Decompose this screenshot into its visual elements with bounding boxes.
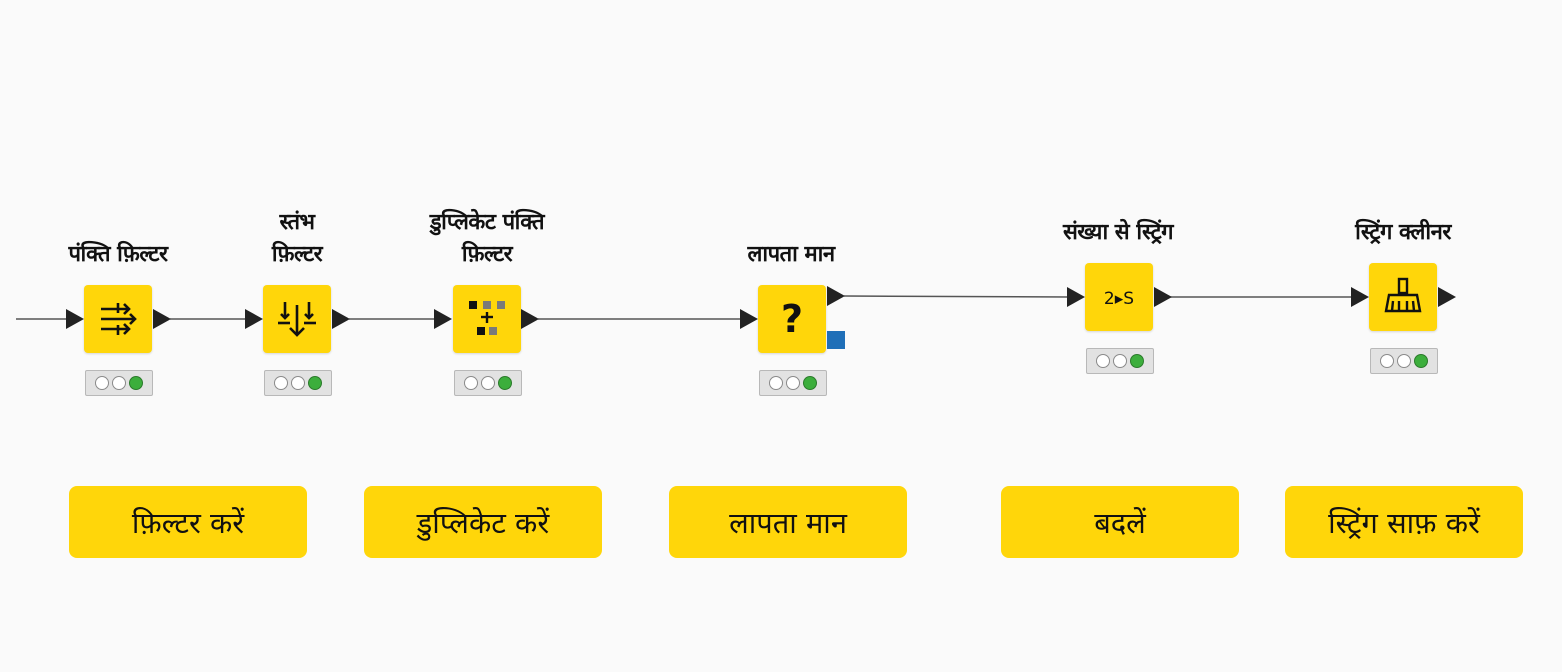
node-status-missing-value	[759, 370, 827, 396]
flow-variable-port[interactable]	[827, 331, 845, 349]
status-light	[481, 376, 495, 390]
output-port-row-filter[interactable]	[153, 309, 171, 329]
node-number-to-string[interactable]: 2▸S	[1085, 263, 1153, 331]
node-status-duplicate-row-filter	[454, 370, 522, 396]
category-duplicate: डुप्लिकेट करें	[364, 486, 602, 558]
column-filter-icon	[278, 302, 316, 337]
duplicate-filter-icon	[469, 301, 505, 335]
status-light	[274, 376, 288, 390]
category-filter: फ़िल्टर करें	[69, 486, 307, 558]
category-string-clean: स्ट्रिंग साफ़ करें	[1285, 486, 1523, 558]
status-light	[1096, 354, 1110, 368]
input-port-missing-value[interactable]	[740, 309, 758, 329]
status-light	[786, 376, 800, 390]
output-port-missing-value[interactable]	[827, 286, 845, 306]
node-missing-value[interactable]: ?	[758, 285, 826, 353]
node-status-column-filter	[264, 370, 332, 396]
row-filter-icon	[101, 303, 137, 335]
status-light	[1113, 354, 1127, 368]
status-light	[769, 376, 783, 390]
category-convert: बदलें	[1001, 486, 1239, 558]
node-title-missing-value: लापता मान	[747, 242, 835, 267]
status-light	[291, 376, 305, 390]
output-port-string-cleaner[interactable]	[1438, 287, 1456, 307]
status-light	[95, 376, 109, 390]
number-to-string-icon: 2▸S	[1104, 289, 1134, 309]
status-light	[112, 376, 126, 390]
node-title-duplicate-row-filter: डुप्लिकेट पंक्ति फ़िल्टर	[429, 210, 545, 267]
status-light-executed	[1130, 354, 1144, 368]
node-status-number-to-string	[1086, 348, 1154, 374]
input-port-row-filter[interactable]	[66, 309, 84, 329]
svg-text:?: ?	[781, 297, 803, 341]
status-light	[464, 376, 478, 390]
status-light-executed	[1414, 354, 1428, 368]
input-port-column-filter[interactable]	[245, 309, 263, 329]
node-title-string-cleaner: स्ट्रिंग क्लीनर	[1355, 220, 1451, 245]
node-column-filter[interactable]	[263, 285, 331, 353]
status-light-executed	[803, 376, 817, 390]
status-light-executed	[129, 376, 143, 390]
svg-text:2▸S: 2▸S	[1104, 289, 1134, 309]
input-port-number-to-string[interactable]	[1067, 287, 1085, 307]
status-light	[1380, 354, 1394, 368]
node-title-number-to-string: संख्या से स्ट्रिंग	[1062, 220, 1174, 245]
status-light	[1397, 354, 1411, 368]
node-title-row-filter: पंक्ति फ़िल्टर	[68, 242, 168, 267]
node-status-row-filter	[85, 370, 153, 396]
wire-missing-value-to-number-to-string	[843, 295, 1070, 298]
question-mark-icon: ?	[781, 297, 803, 341]
node-string-cleaner[interactable]	[1369, 263, 1437, 331]
broom-icon	[1384, 277, 1422, 313]
node-title-column-filter: स्तंभ फ़िल्टर	[271, 210, 323, 267]
input-port-string-cleaner[interactable]	[1351, 287, 1369, 307]
node-row-filter[interactable]	[84, 285, 152, 353]
node-duplicate-row-filter[interactable]	[453, 285, 521, 353]
output-port-column-filter[interactable]	[332, 309, 350, 329]
status-light-executed	[498, 376, 512, 390]
node-status-string-cleaner	[1370, 348, 1438, 374]
output-port-duplicate-row-filter[interactable]	[521, 309, 539, 329]
output-port-number-to-string[interactable]	[1154, 287, 1172, 307]
status-light-executed	[308, 376, 322, 390]
input-port-duplicate-row-filter[interactable]	[434, 309, 452, 329]
category-missing-value: लापता मान	[669, 486, 907, 558]
